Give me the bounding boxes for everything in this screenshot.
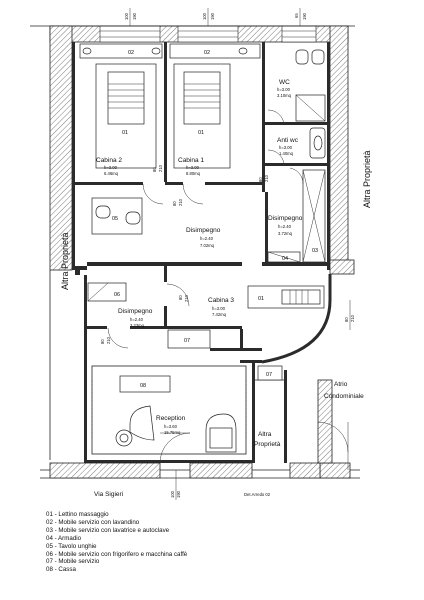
street-label: Via Sigieri xyxy=(94,491,123,498)
legend-item: 04 - Armadio xyxy=(46,534,82,542)
legend-item: 01 - Lettino massaggio xyxy=(46,511,109,518)
room-height: h=2.40 xyxy=(130,317,144,322)
disimpegno-left: Disimpegno h=2.40 3.23mq 80 210 xyxy=(100,308,153,349)
dim-label: 80 xyxy=(344,317,349,322)
altra-proprieta-right: Altra Proprietà xyxy=(362,150,372,208)
reception: 08 Reception h=3.60 15.75mq xyxy=(91,365,247,464)
furniture-code: 02 xyxy=(128,50,134,56)
disimpegno-center: 05 80 210 Disimpegno h=2.40 7.02mq xyxy=(91,183,221,248)
legend-item: 03 - Mobile servizio con lavatrice e aut… xyxy=(46,526,170,534)
legend-item: 02 - Mobile servizio con lavandino xyxy=(46,518,140,526)
room-label: Disimpegno xyxy=(118,308,153,315)
furniture-code: 03 xyxy=(312,248,318,254)
room-label: Reception xyxy=(156,415,186,422)
room-area: 8.80mq xyxy=(186,171,201,176)
room-area: 3.72mq xyxy=(278,231,293,236)
room-height: h=3.00 xyxy=(277,87,291,92)
room-label: Anti wc xyxy=(277,137,299,144)
dim-label: 190 xyxy=(302,12,307,20)
furniture-code: 01 xyxy=(198,130,204,136)
dim-label: 210 xyxy=(158,164,163,172)
dim-label: 100 xyxy=(170,490,175,498)
room-area: 3.23mq xyxy=(130,323,145,328)
dim-label: 80 xyxy=(100,339,105,344)
furniture-code: 06 xyxy=(114,292,120,298)
top-dimensions: 100 190 100 190 65 190 xyxy=(124,8,307,26)
furniture-code: 07 xyxy=(266,372,272,378)
cabina-3: 01 Cabina 3 h=3.00 7.42mq 80 210 xyxy=(166,283,325,317)
furniture-code: 07 xyxy=(184,338,190,344)
furniture-code: 02 xyxy=(204,50,210,56)
room-label: WC xyxy=(279,79,290,86)
furniture-code: 04 xyxy=(282,256,288,262)
cabina-2: 02 01 Cabina 2 h=3.00 6.46mq xyxy=(79,43,163,176)
detail-label: Det.Arredo 02 xyxy=(244,492,271,497)
legend-item: 06 - Mobile servizio con frigorifero e m… xyxy=(46,550,188,558)
dim-label: 80 xyxy=(258,177,263,182)
room-height: h=3.60 xyxy=(164,424,178,429)
cabina-1: 02 01 Cabina 1 h=3.00 8.80mq 80 210 xyxy=(152,43,261,176)
altra-proprieta-bottom-2: Proprietà xyxy=(254,441,281,448)
atrio-label: Atrio xyxy=(334,381,348,388)
dim-label: 80 xyxy=(172,201,177,206)
dim-label: 190 xyxy=(210,12,215,20)
dim-label: 80 xyxy=(152,167,157,172)
dim-label: 210 xyxy=(184,294,189,302)
room-area: 7.42mq xyxy=(212,312,227,317)
dim-label: 80 xyxy=(178,295,183,300)
furniture-code: 05 xyxy=(112,216,118,222)
legend-item: 07 - Mobile servizio xyxy=(46,558,100,566)
dim-label: 190 xyxy=(176,490,181,498)
wc-area: WC h=3.00 3.10mq Anti wc h=3.00 1.40mq xyxy=(267,49,326,185)
room-label: Cabina 3 xyxy=(208,297,234,304)
right-wall xyxy=(327,25,355,275)
room-height: h=3.00 xyxy=(186,165,200,170)
dim-label: 210 xyxy=(178,198,183,206)
furniture-code: 08 xyxy=(140,383,146,389)
furniture-code: 01 xyxy=(258,296,264,302)
dim-label: 100 xyxy=(202,12,207,20)
right-door-dim: 80 210 xyxy=(344,300,355,330)
altra-proprieta-bottom: Altra xyxy=(258,431,272,438)
room-label: Cabina 2 xyxy=(96,157,122,164)
room-height: h=2.40 xyxy=(278,224,292,229)
room-area: 1.40mq xyxy=(279,151,294,156)
legend-item: 05 - Tavolo unghie xyxy=(46,542,97,550)
legend-item: 08 - Cassa xyxy=(46,566,76,574)
atrio-label-2: Condominiale xyxy=(324,393,364,400)
furniture-code: 01 xyxy=(122,130,128,136)
dim-label: 190 xyxy=(132,12,137,20)
dim-label: 210 xyxy=(264,174,269,182)
room-area: 7.02mq xyxy=(200,243,215,248)
room-label: Disimpegno xyxy=(186,227,221,234)
dim-label: 65 xyxy=(294,13,299,18)
dim-label: 100 xyxy=(124,12,129,20)
altra-proprieta-left: Altra Proprietà xyxy=(60,232,70,290)
room-area: 6.46mq xyxy=(104,171,119,176)
room-height: h=3.00 xyxy=(279,145,293,150)
dim-label: 210 xyxy=(350,314,355,322)
interior-walls xyxy=(75,42,330,270)
room-area: 15.75mq xyxy=(164,430,181,435)
room-label: Disimpegno xyxy=(268,215,303,222)
room-height: h=3.00 xyxy=(212,306,226,311)
room-height: h=3.00 xyxy=(104,165,118,170)
left-wall xyxy=(49,25,87,460)
room-label: Cabina 1 xyxy=(178,157,204,164)
dim-label: 210 xyxy=(106,336,111,344)
disimpegno-right: Disimpegno h=2.40 3.72mq 03 04 80 210 xyxy=(258,174,318,263)
top-wall xyxy=(30,25,355,43)
lower-walls: 06 07 07 100 190 xyxy=(40,266,360,500)
room-area: 3.10mq xyxy=(277,93,292,98)
room-height: h=2.40 xyxy=(200,236,214,241)
